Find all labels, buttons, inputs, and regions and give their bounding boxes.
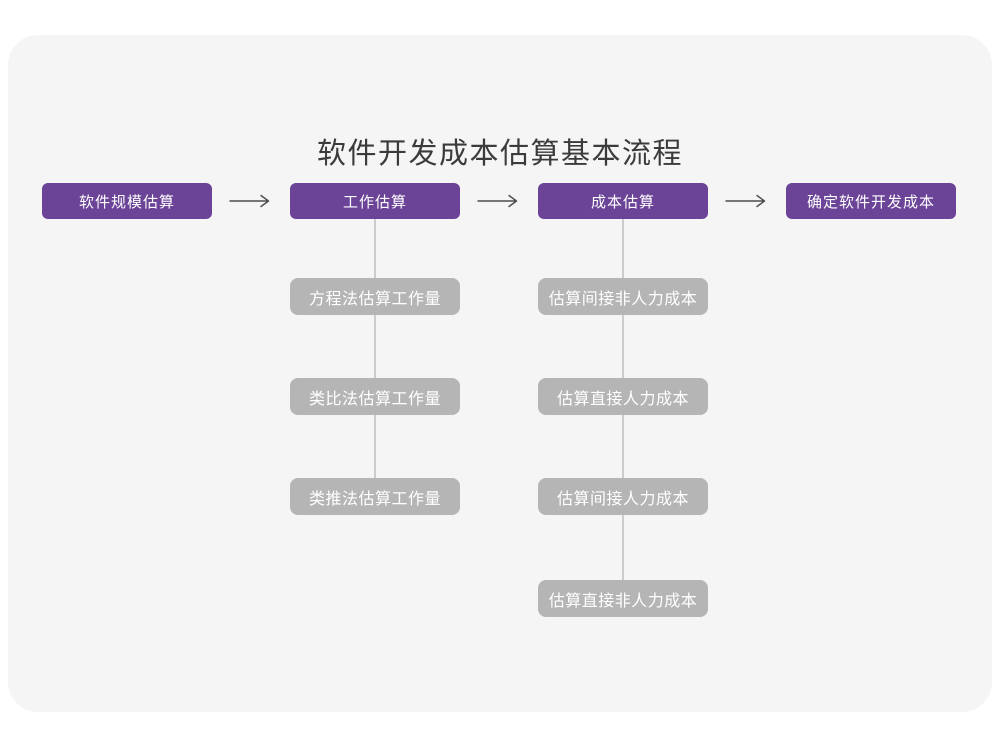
flow-step-node: 确定软件开发成本 [786,183,956,219]
sub-step-node: 类推法估算工作量 [290,478,460,515]
sub-step-node: 估算直接人力成本 [538,378,708,415]
sub-step-node: 估算直接非人力成本 [538,580,708,617]
sub-step-node: 方程法估算工作量 [290,278,460,315]
flow-step-node: 软件规模估算 [42,183,212,219]
flowchart-card: 软件开发成本估算基本流程 软件规模估算 工作估算 成本估算 确定软件开发成本 方程法估… [8,35,992,712]
sub-step-node: 估算间接非人力成本 [538,278,708,315]
connector-line [374,219,376,496]
page-title: 软件开发成本估算基本流程 [316,138,683,170]
flow-arrow-icon [725,194,767,208]
sub-step-node: 估算间接人力成本 [538,478,708,515]
flow-arrow-icon [229,194,271,208]
flow-arrow-icon [477,194,519,208]
sub-step-node: 类比法估算工作量 [290,378,460,415]
flow-step-node: 工作估算 [290,183,460,219]
flow-step-node: 成本估算 [538,183,708,219]
